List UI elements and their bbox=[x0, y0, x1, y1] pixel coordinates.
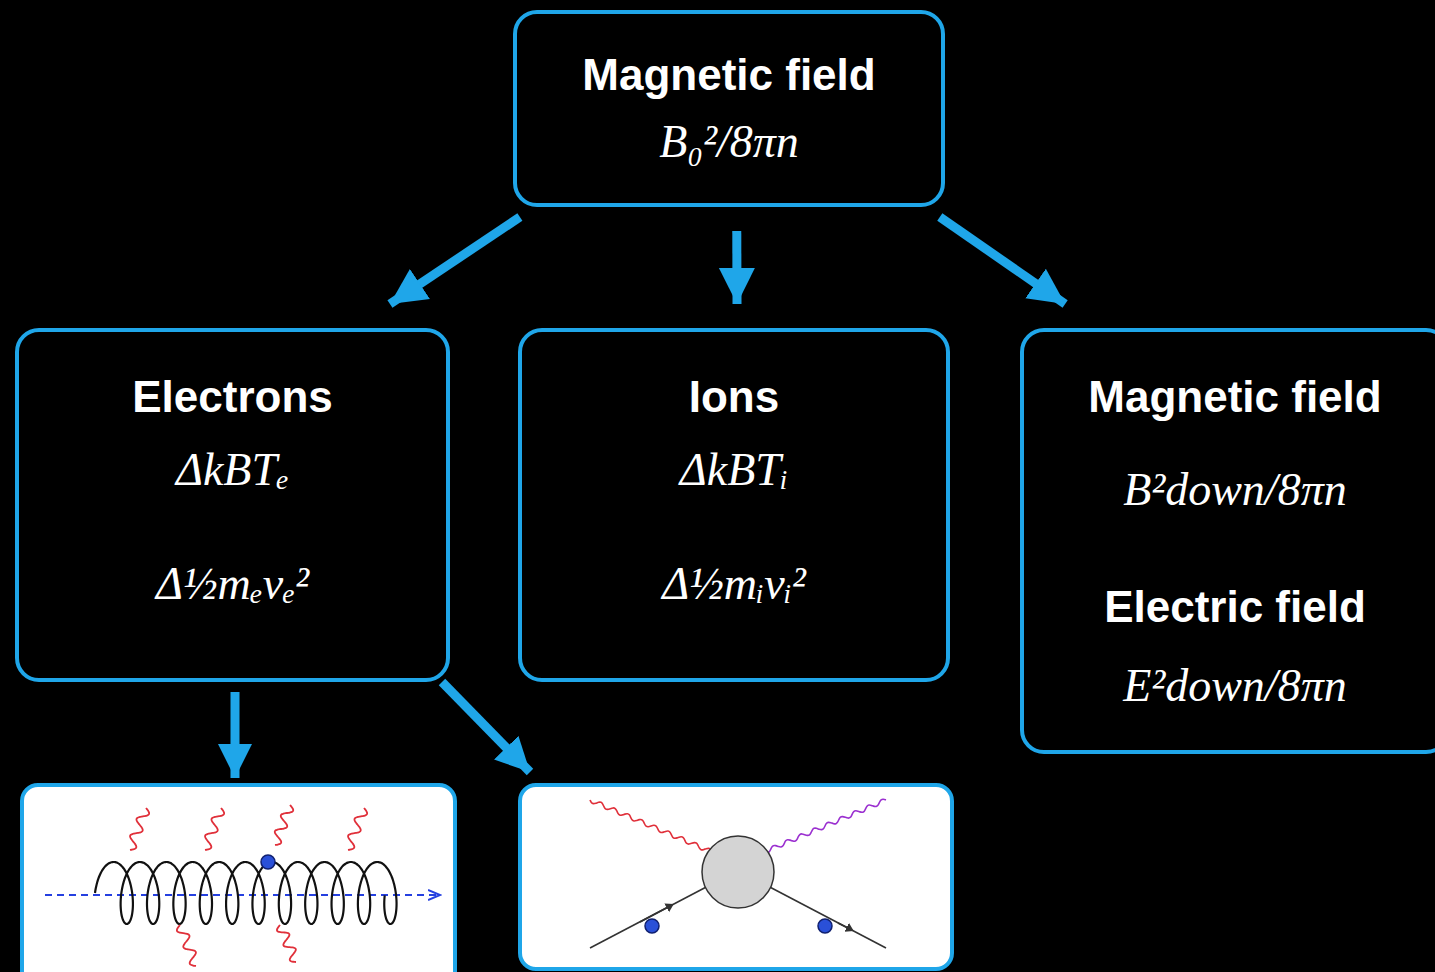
quantity-box: Magnetic fieldB₀²/8πn bbox=[513, 10, 945, 207]
box-heading: Magnetic field bbox=[1088, 372, 1381, 422]
arrow-to-gyration bbox=[231, 692, 240, 778]
field-line bbox=[45, 894, 440, 896]
energy-formula: B₀²/8πn bbox=[659, 114, 799, 170]
quantity-box: ElectronsΔkBTₑΔ½mₑvₑ² bbox=[15, 328, 450, 682]
box-heading: Electric field bbox=[1104, 582, 1366, 632]
helix-orbit bbox=[95, 862, 397, 924]
photon-wave bbox=[275, 805, 293, 845]
photon-wave bbox=[348, 808, 367, 850]
photon-wave bbox=[590, 800, 712, 852]
energy-formula: B²down/8πn bbox=[1123, 462, 1346, 518]
photon-group bbox=[130, 805, 367, 966]
energy-formula: Δ½mₑvₑ² bbox=[156, 556, 309, 612]
outgoing-line bbox=[764, 884, 886, 948]
scattering-panel bbox=[520, 785, 952, 969]
incoming-line bbox=[590, 884, 712, 948]
box-heading: Electrons bbox=[132, 372, 333, 422]
quantity-box: Magnetic fieldB²down/8πnElectric fieldE²… bbox=[1020, 328, 1435, 754]
arrow-to-scattering bbox=[442, 682, 530, 772]
photon-wave bbox=[177, 925, 196, 966]
gyration-panel bbox=[22, 785, 455, 972]
flow-arrow bbox=[940, 217, 1065, 304]
box-heading: Ions bbox=[689, 372, 779, 422]
photon-wave bbox=[205, 808, 224, 850]
line-arrow bbox=[838, 923, 852, 930]
electron-dot bbox=[818, 919, 832, 933]
flow-arrow bbox=[732, 231, 741, 304]
interaction-blob bbox=[702, 836, 774, 908]
quantity-box: IonsΔkBTᵢΔ½mᵢvᵢ² bbox=[518, 328, 950, 682]
photon-wave bbox=[277, 925, 296, 962]
photon-wave bbox=[130, 808, 149, 850]
photon-wave bbox=[764, 799, 886, 853]
electron-dot bbox=[645, 919, 659, 933]
electron-dot bbox=[261, 855, 275, 869]
flow-arrow bbox=[390, 217, 520, 304]
energy-formula: Δ½mᵢvᵢ² bbox=[662, 556, 805, 612]
energy-formula: ΔkBTₑ bbox=[176, 442, 289, 498]
energy-formula: ΔkBTᵢ bbox=[680, 442, 788, 498]
box-heading: Magnetic field bbox=[582, 50, 875, 100]
energy-formula: E²down/8πn bbox=[1123, 658, 1346, 714]
